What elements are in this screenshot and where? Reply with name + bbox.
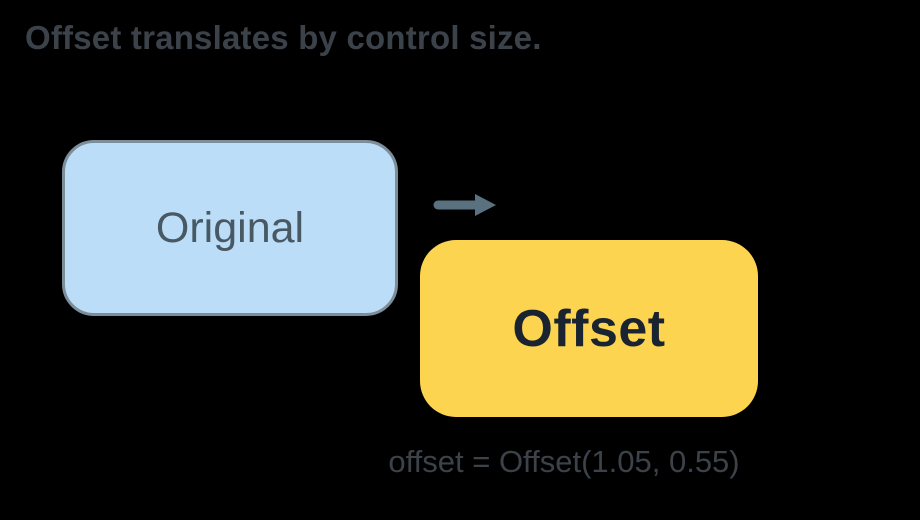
offset-box-label: Offset <box>512 299 666 358</box>
offset-code-caption: offset = Offset(1.05, 0.55) <box>388 444 740 479</box>
original-box: Original <box>62 140 398 316</box>
arrow-right-icon <box>433 194 496 216</box>
offset-box: Offset <box>420 240 758 417</box>
original-box-label: Original <box>155 203 305 252</box>
arrow-head <box>475 194 496 216</box>
diagram-title: Offset translates by control size. <box>25 19 542 56</box>
